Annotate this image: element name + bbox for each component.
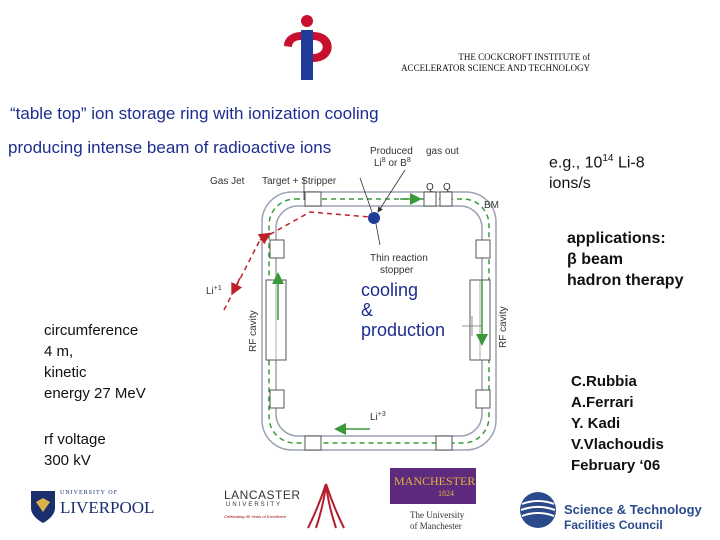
rate-text: e.g., 1014 Li-8 ions/s (549, 148, 645, 194)
bm-label: BM (484, 200, 499, 211)
credit-name: C.Rubbia (571, 373, 637, 390)
applications-line1: β beam (567, 251, 624, 268)
thin-stopper-label1: Thin reaction (370, 253, 428, 264)
rf-cavity-right-label: RF cavity (498, 306, 509, 348)
gas-jet-label: Gas Jet (210, 176, 245, 187)
stfc-line1-text: Science & Technology (564, 502, 702, 517)
specs-block: circumference 4 m, kinetic energy 27 MeV (44, 320, 146, 404)
storage-ring-diagram: Produced gas out Li8 or B8 Gas Jet Targe… (206, 146, 509, 451)
beam-path (268, 198, 490, 444)
li-plus3-label: Li+3 (370, 411, 386, 423)
lancaster-tag-text: Celebrating 40 Years of Excellence (224, 514, 287, 519)
rf-voltage-block: rf voltage 300 kV (44, 429, 106, 471)
institute-name: THE COCKCROFT INSTITUTE of ACCELERATOR S… (330, 52, 590, 74)
injection-path (223, 211, 371, 311)
rate-line2: ions/s (549, 175, 591, 193)
credits-block: C.Rubbia A.Ferrari Y. Kadi V.Vlachoudis … (571, 371, 664, 476)
manchester-sub1-text: The University (410, 510, 465, 520)
stfc-logo: Science & Technology Facilities Council (518, 490, 708, 534)
manchester-block: MANCHESTER 1824 (390, 468, 476, 504)
stfc-globe-icon (520, 492, 556, 528)
title-line2: producing intense beam of radioactive io… (8, 138, 332, 157)
rate-exponent: 14 (602, 153, 614, 164)
credit-name: Y. Kadi (571, 415, 621, 432)
title-line1: “table top” ion storage ring with ioniza… (10, 104, 379, 123)
lancaster-main-text: LANCASTER (224, 488, 301, 502)
lancaster-sub-text: UNIVERSITY (226, 502, 283, 508)
liverpool-main-text: LIVERPOOL (60, 498, 155, 517)
stfc-line2-text: Facilities Council (564, 518, 663, 532)
rf-voltage-line2: 300 kV (44, 452, 91, 469)
quad1-label: Q (426, 182, 434, 193)
cooling-text: cooling (361, 280, 419, 300)
magnet-blocks (269, 191, 491, 451)
manchester-main-text: MANCHESTER (394, 474, 476, 488)
applications-block: applications: β beam hadron therapy (567, 228, 683, 291)
rate-suffix: Li-8 (613, 154, 645, 172)
li8-b8-label: Li8 or B8 (374, 157, 411, 169)
institute-line2: ACCELERATOR SCIENCE AND TECHNOLOGY (401, 63, 590, 73)
production-text: production (361, 320, 446, 340)
cockcroft-logo (280, 14, 340, 84)
cockcroft-logo-graphic (284, 15, 332, 80)
applications-line2: hadron therapy (567, 272, 684, 289)
gas-out-label: gas out (426, 146, 459, 157)
rate-prefix: e.g., 10 (549, 154, 603, 172)
credit-name: A.Ferrari (571, 394, 634, 411)
target-point (368, 212, 380, 224)
li-plus1-label: Li+1 (206, 285, 222, 297)
target-stripper-label: Target + Stripper (262, 176, 337, 187)
amp-text: & (361, 300, 374, 320)
institute-line1: THE COCKCROFT INSTITUTE of (458, 52, 590, 62)
lancaster-logo: LANCASTER UNIVERSITY Celebrating 40 Year… (222, 483, 362, 532)
specs-line1: circumference (44, 322, 139, 339)
rf-cavity-left-label: RF cavity (248, 310, 259, 352)
rf-voltage-line1: rf voltage (44, 431, 106, 448)
manchester-logo: MANCHESTER 1824 The University of Manche… (390, 468, 480, 536)
produced-label: Produced (370, 146, 413, 157)
quad2-label: Q (443, 182, 451, 193)
ring-outer (261, 191, 497, 451)
cooling-production-label: cooling & production (361, 280, 445, 340)
specs-line3: kinetic (44, 364, 87, 381)
specs-line4: energy 27 MeV (44, 385, 146, 402)
liverpool-logo: UNIVERSITY OF LIVERPOOL (30, 488, 154, 528)
lancaster-arch-icon (307, 483, 345, 529)
liverpool-top-text: UNIVERSITY OF (60, 490, 118, 496)
applications-heading: applications: (567, 230, 666, 247)
thin-stopper-label2: stopper (380, 265, 414, 276)
liverpool-crest-icon (31, 491, 55, 523)
credit-name: V.Vlachoudis (571, 436, 664, 453)
specs-line2: 4 m, (44, 343, 74, 360)
manchester-year-text: 1824 (438, 489, 454, 498)
manchester-sub2-text: of Manchester (410, 521, 462, 531)
credit-date: February ‘06 (571, 457, 661, 474)
